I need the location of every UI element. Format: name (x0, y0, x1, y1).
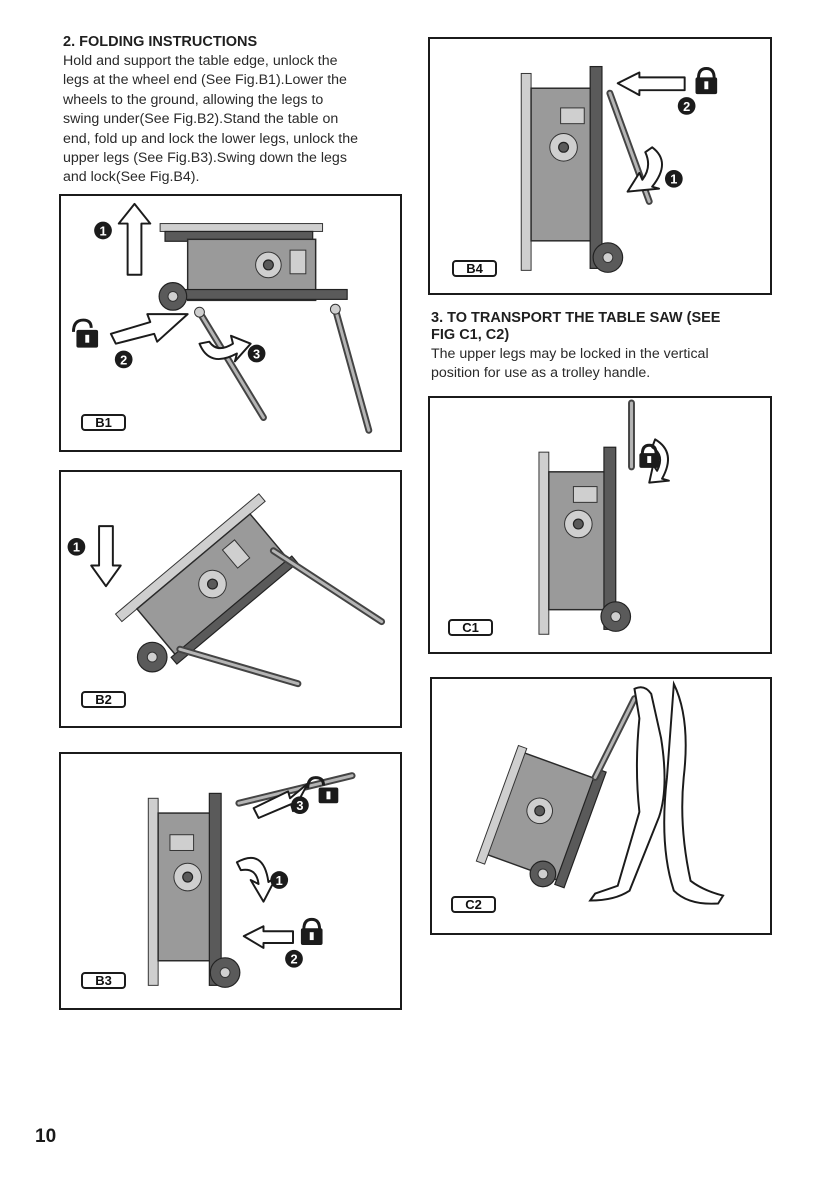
folding-line: swing under(See Fig.B2).Stand the table … (63, 111, 339, 128)
transport-heading-line: FIG C1, C2) (431, 327, 510, 343)
rotate-arrow-icon (198, 334, 252, 363)
step-number-1: 1 (99, 223, 106, 238)
figure-label-c1: C1 (448, 619, 493, 636)
figure-label-b1: B1 (81, 414, 126, 431)
table-saw-illustration: 1 2 3 (71, 202, 373, 434)
straight-arrow-icon (109, 313, 189, 345)
transport-paragraph: The upper legs may be locked in the vert… (431, 345, 771, 384)
unlock-icon (71, 318, 99, 348)
transport-heading-line: 3. TO TRANSPORT THE TABLE SAW (SEE (431, 310, 721, 326)
folding-line: Hold and support the table edge, unlock … (63, 53, 338, 69)
straight-arrow-icon (616, 71, 686, 97)
lock-icon (639, 443, 660, 468)
table-saw-illustration (538, 399, 670, 635)
figure-b2: 1 B2 (59, 470, 402, 728)
figure-c1: C1 (428, 396, 772, 654)
table-saw-illustration (475, 680, 725, 905)
figure-label-c2: C2 (451, 896, 496, 913)
figure-label-b3: B3 (81, 972, 126, 989)
lock-icon (695, 67, 718, 95)
rotate-arrow-icon (648, 438, 670, 484)
lock-icon (300, 917, 323, 945)
step-number-2: 2 (290, 952, 297, 967)
step-number-3: 3 (296, 798, 303, 813)
folding-line: wheels to the ground, allowing the legs … (63, 91, 324, 108)
table-saw-illustration: 1 (67, 493, 386, 688)
folding-line: end, fold up and lock the lower legs, un… (63, 130, 358, 147)
step-number-2: 2 (683, 99, 690, 114)
rotate-arrow-icon (626, 146, 664, 193)
step-number-2: 2 (120, 352, 127, 367)
step-number-1: 1 (276, 873, 283, 888)
folding-line: upper legs (See Fig.B3).Swing down the l… (63, 150, 347, 167)
figure-c2: C2 (430, 677, 772, 935)
straight-arrow-icon (242, 925, 294, 949)
page-number: 10 (35, 1126, 57, 1147)
step-number-1: 1 (670, 172, 677, 187)
straight-arrow-icon (117, 202, 152, 276)
straight-arrow-icon (90, 525, 122, 588)
figure-b1: 1 2 3 B1 (59, 194, 402, 452)
transport-heading: 3. TO TRANSPORT THE TABLE SAW (SEE FIG C… (431, 310, 720, 344)
figure-label-b4: B4 (452, 260, 497, 277)
folding-heading: 2. FOLDING INSTRUCTIONS (63, 34, 258, 50)
folding-paragraph: Hold and support the table edge, unlock … (63, 52, 413, 188)
rotate-arrow-icon (235, 857, 278, 903)
transport-line: The upper legs may be locked in the vert… (431, 346, 709, 362)
figure-b3: 1 2 3 B3 (59, 752, 402, 1010)
figure-b4: 1 2 B4 (428, 37, 772, 295)
step-number-1: 1 (73, 540, 80, 555)
folding-line: and lock(See Fig.B4). (63, 169, 200, 186)
table-saw-illustration: 1 2 (520, 65, 718, 273)
figure-label-b2: B2 (81, 691, 126, 708)
transport-line: position for use as a trolley handle. (431, 365, 651, 382)
step-number-3: 3 (253, 346, 260, 361)
unlock-icon (306, 776, 339, 804)
folding-line: legs at the wheel end (See Fig.B1).Lower… (63, 72, 347, 89)
table-saw-illustration: 1 2 3 (147, 772, 356, 988)
